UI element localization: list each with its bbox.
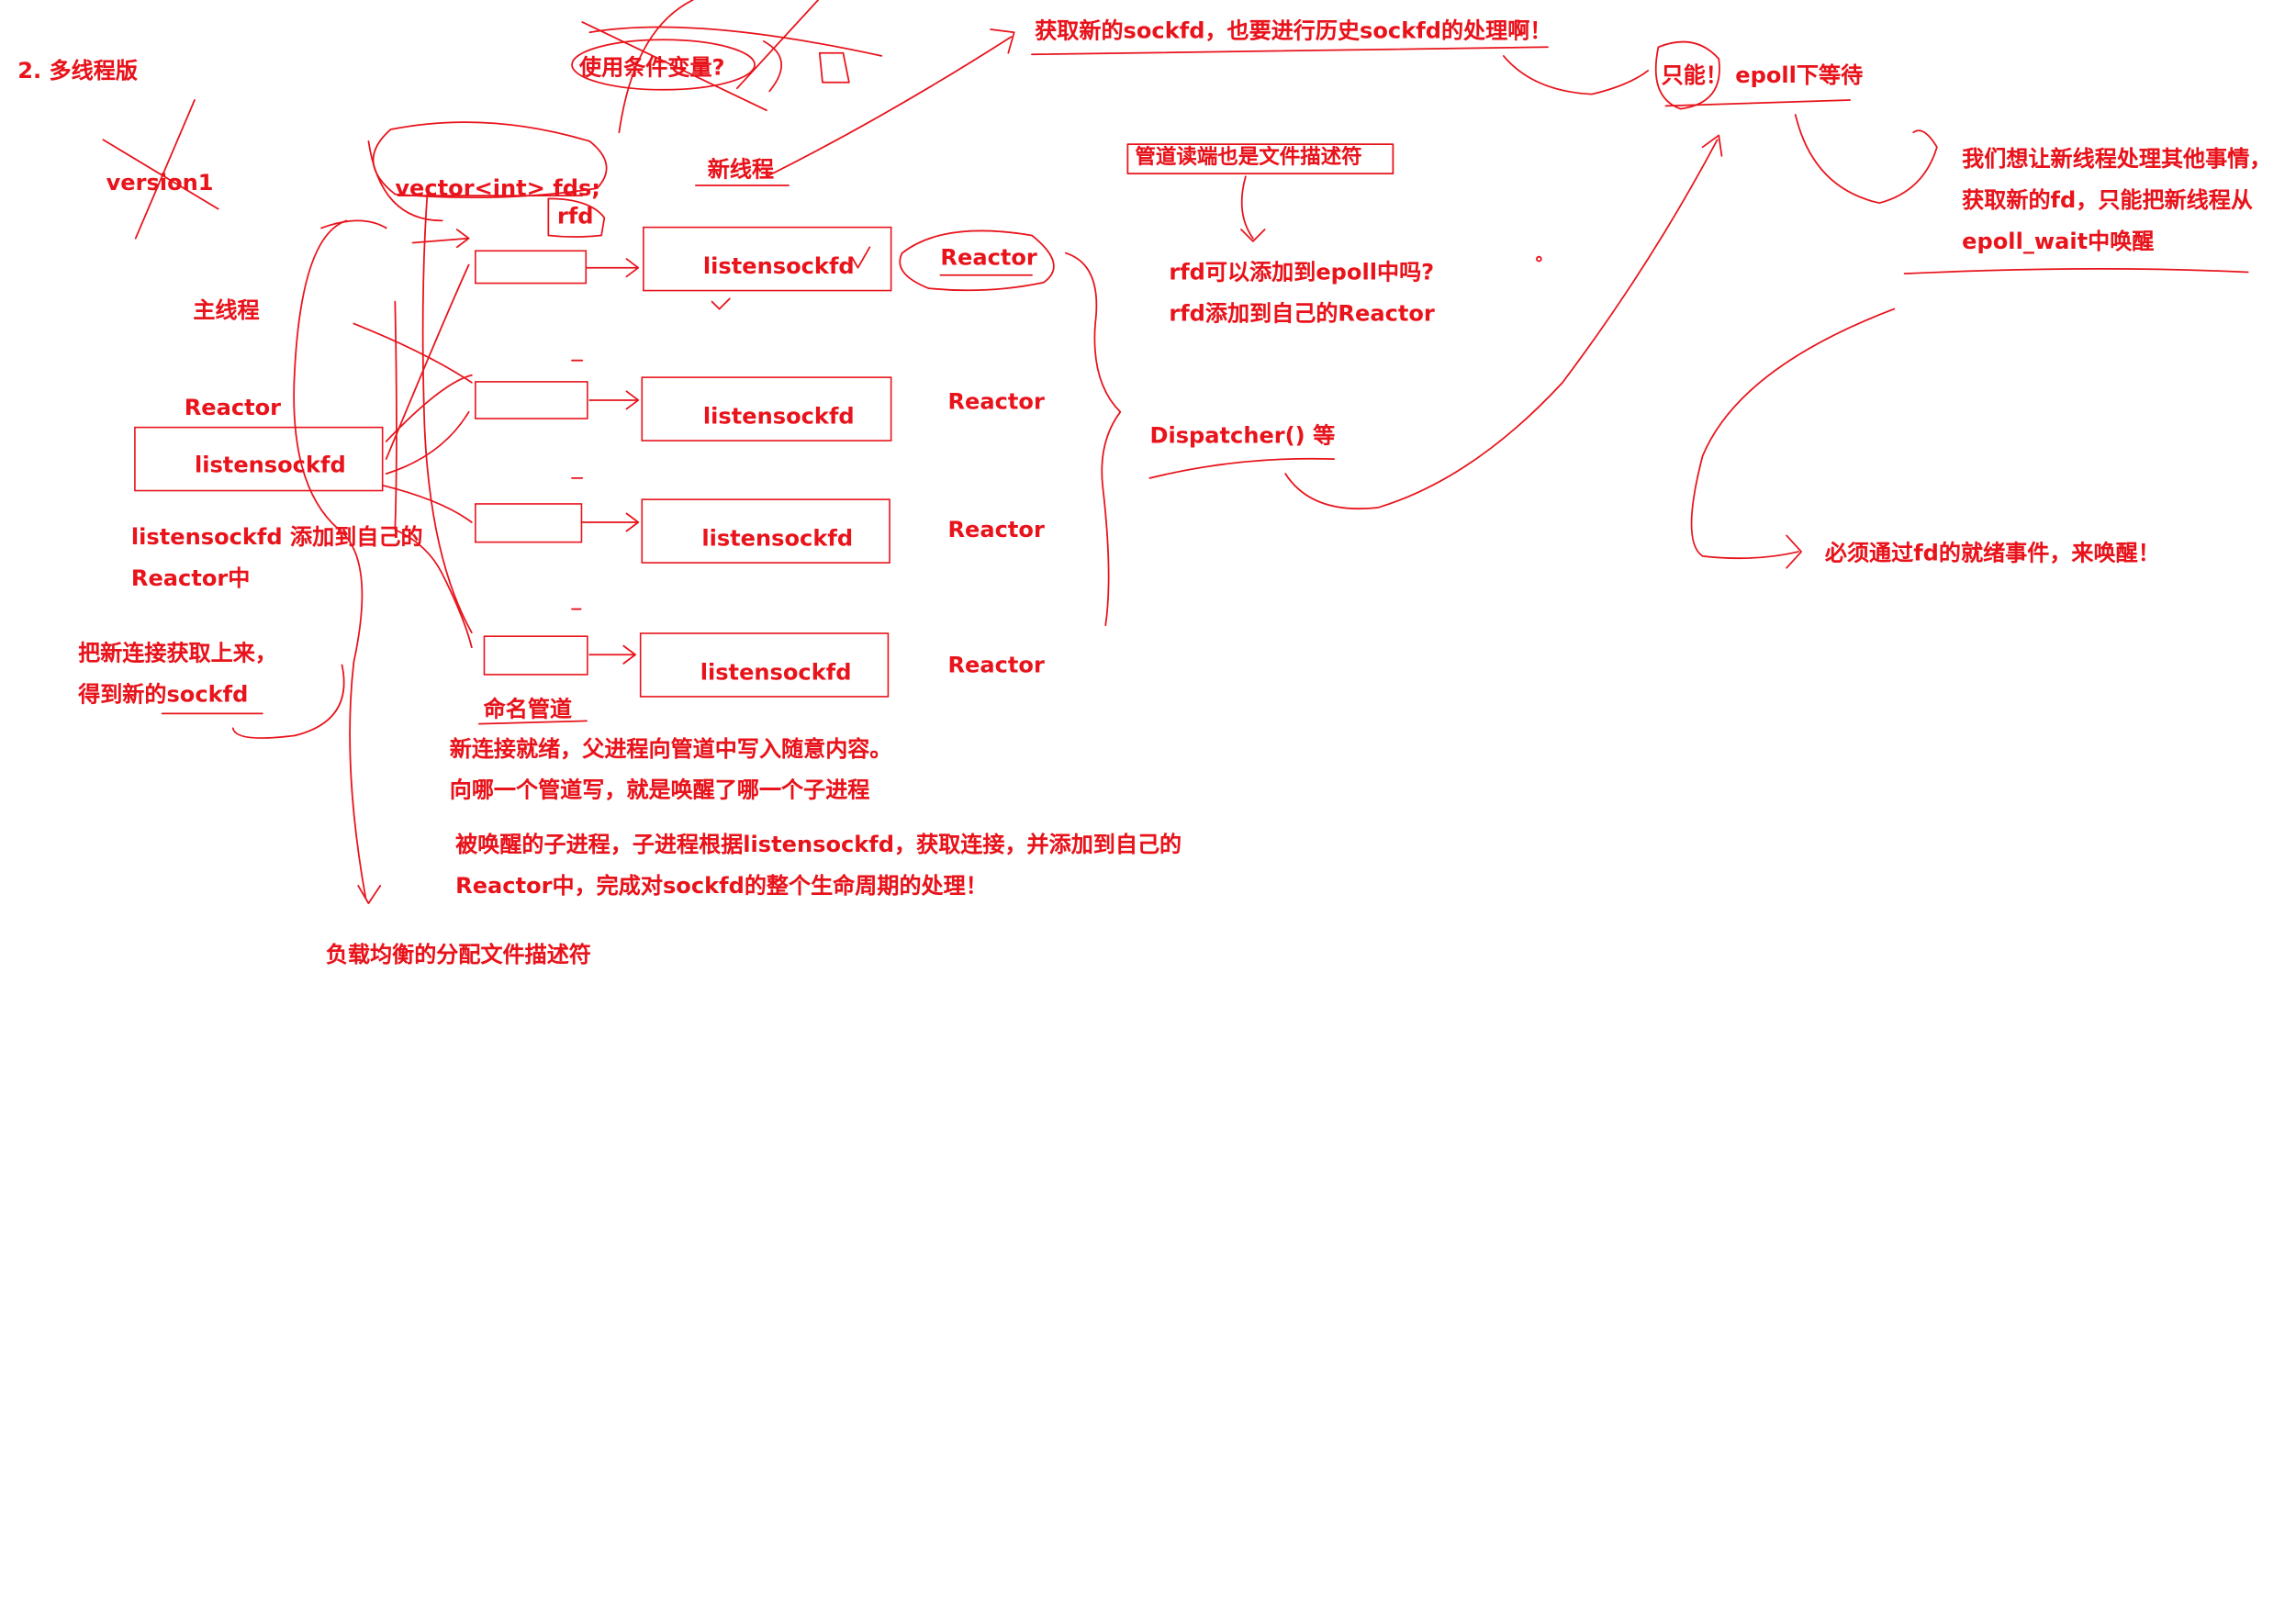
right-note-line-2: 获取新的fd，只能把新线程从: [1962, 186, 2253, 214]
main-note-line-1: listensockfd 添加到自己的: [130, 523, 423, 551]
right-note-line-1: 我们想让新线程处理其他事情，: [1962, 145, 2272, 173]
top-question: 使用条件变量?: [579, 54, 725, 82]
handdrawn-strokes: [102, 0, 2249, 905]
only-wait-note: 只能！ epoll下等待: [1661, 61, 1864, 89]
right-note-line-3: epoll_wait中唤醒: [1962, 228, 2155, 255]
pipe-box-1: [475, 250, 588, 285]
worker-listen-label: listensockfd: [700, 659, 852, 686]
wake-note: 必须通过fd的就绪事件，来唤醒！: [1824, 540, 2160, 567]
vector-decl: vector<int> fds;: [395, 174, 600, 202]
worker-listen-label: listensockfd: [702, 403, 855, 430]
main-thread-label: 主线程: [193, 296, 260, 324]
pipe-box-3: [475, 503, 583, 543]
rfd-question-2: rfd添加到自己的Reactor: [1169, 299, 1435, 327]
worker-reactor-1: Reactor: [940, 244, 1037, 271]
rfd-label: rfd: [556, 203, 594, 230]
worker-listen-box-4: listensockfd: [639, 632, 890, 698]
accept-note-line-2: 得到新的sockfd: [78, 681, 249, 708]
main-reactor-label: Reactor: [184, 394, 282, 421]
main-listen-box: listensockfd: [134, 426, 384, 492]
named-pipe-label: 命名管道: [483, 696, 573, 722]
page-title: 2. 多线程版: [17, 57, 138, 84]
version-label: version1: [106, 169, 214, 196]
accept-note-line-1: 把新连接获取上来，: [78, 640, 277, 667]
dispatcher-label: Dispatcher() 等: [1149, 422, 1336, 449]
bottom-note: 负载均衡的分配文件描述符: [325, 941, 591, 968]
pipe-desc-line-1: 新连接就绪，父进程向管道中写入随意内容。: [449, 735, 892, 763]
pipe-desc-line-2: 向哪一个管道写，就是唤醒了哪一个子进程: [449, 777, 870, 804]
worker-reactor-4: Reactor: [947, 652, 1045, 678]
main-listen-label: listensockfd: [194, 452, 346, 478]
worker-listen-label: listensockfd: [702, 252, 855, 280]
worker-listen-box-1: listensockfd: [643, 226, 892, 292]
new-thread-label: 新线程: [707, 155, 775, 183]
top-note: 获取新的sockfd，也要进行历史sockfd的处理啊！: [1035, 17, 1552, 45]
worker-listen-label: listensockfd: [701, 525, 854, 553]
worker-listen-box-3: listensockfd: [641, 498, 890, 564]
pipe-box-4: [483, 635, 588, 676]
pipe-box-2: [475, 381, 588, 419]
worker-listen-box-2: listensockfd: [641, 376, 892, 442]
rfd-question-1: rfd可以添加到epoll中吗?: [1169, 259, 1435, 285]
pipe-note: 管道读端也是文件描述符: [1135, 145, 1362, 170]
worker-reactor-2: Reactor: [947, 388, 1045, 415]
child-desc-line-1: 被唤醒的子进程，子进程根据listensockfd，获取连接，并添加到自己的: [455, 831, 1182, 858]
worker-reactor-3: Reactor: [947, 516, 1045, 543]
main-note-line-2: Reactor中: [130, 565, 251, 592]
child-desc-line-2: Reactor中，完成对sockfd的整个生命周期的处理！: [455, 872, 988, 900]
